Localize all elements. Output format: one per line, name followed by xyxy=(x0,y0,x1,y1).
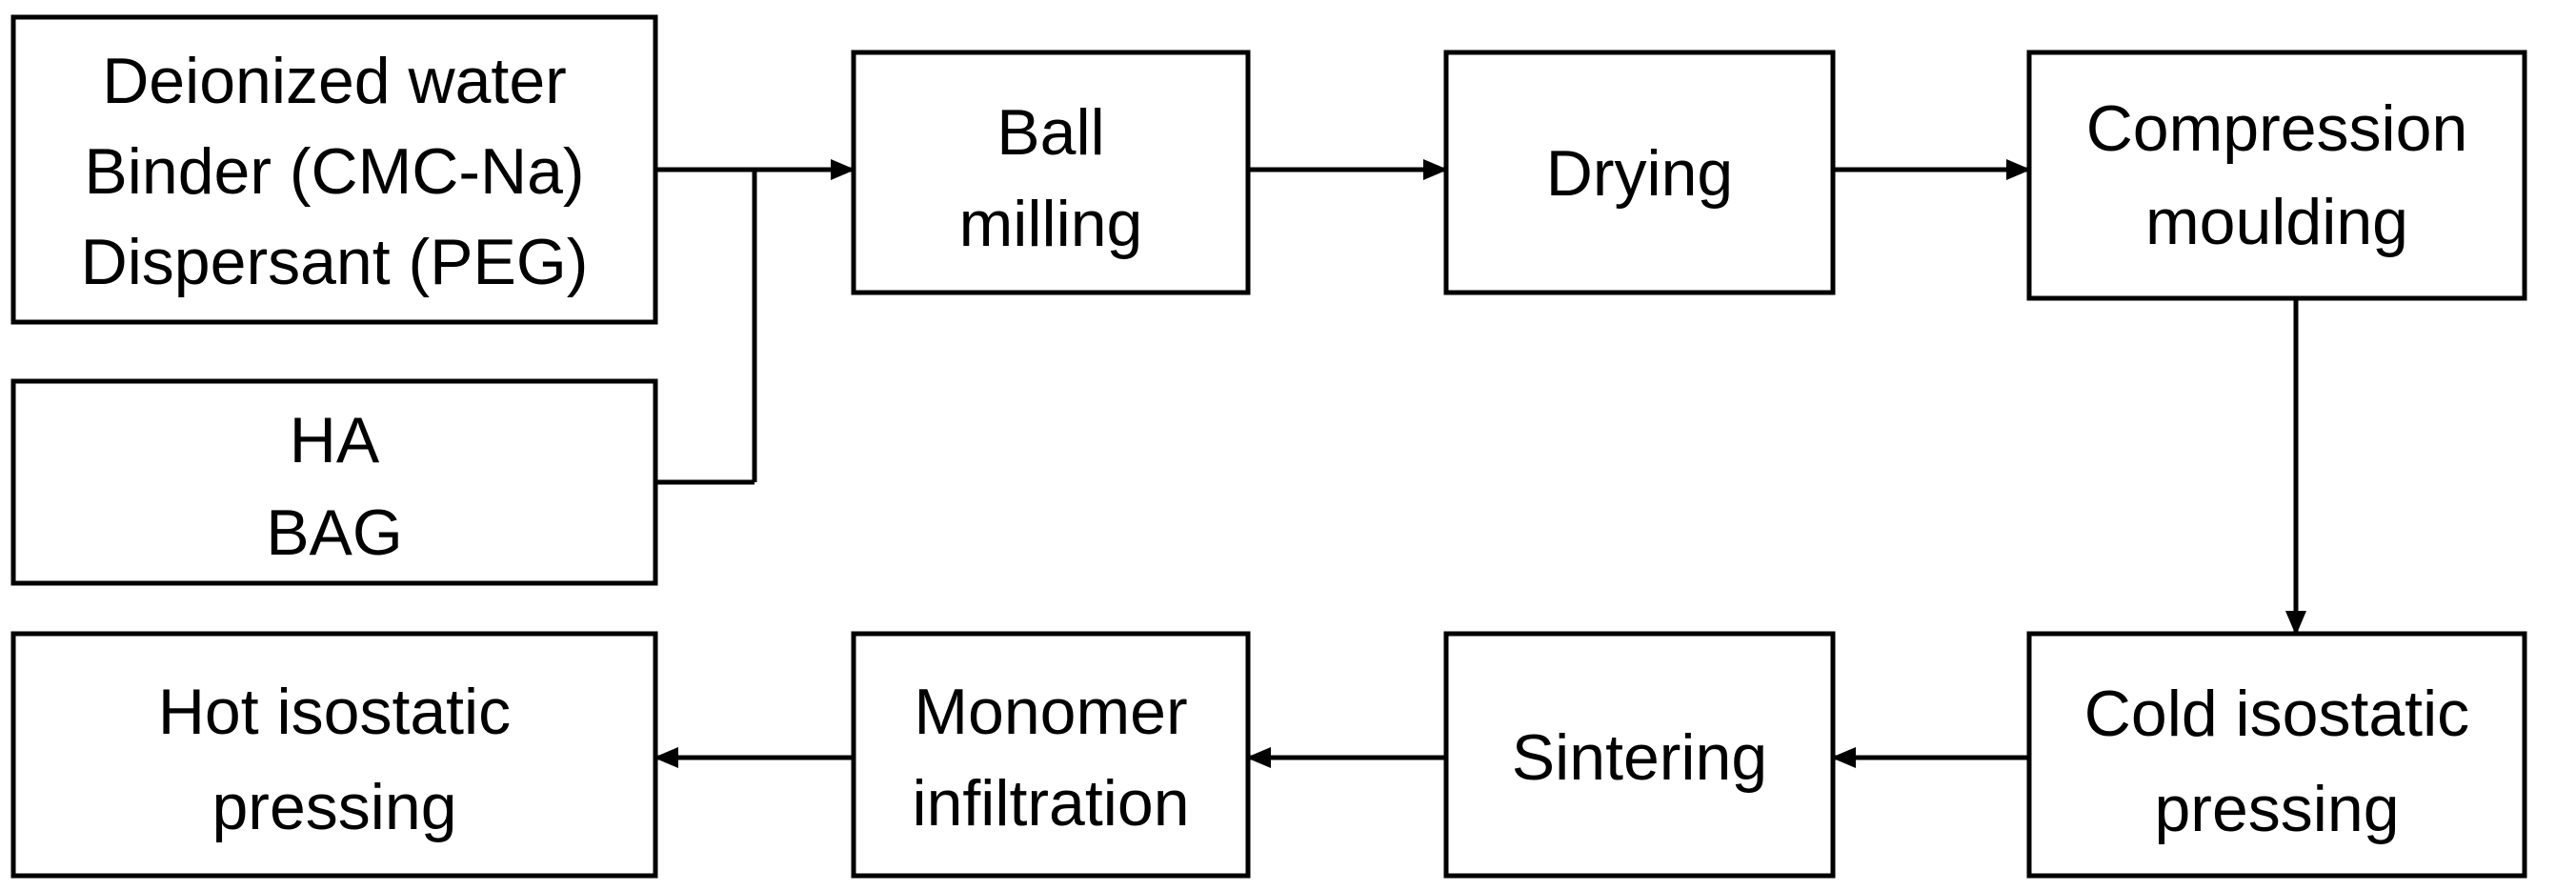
node-compression-moulding-box xyxy=(2026,50,2527,301)
node-monomer-infiltration-line2: infiltration xyxy=(912,767,1189,840)
node-ball-milling-line1: Ball xyxy=(996,96,1104,169)
node-compression-moulding-line1: Compression xyxy=(2086,92,2468,165)
node-powders-line1: HA xyxy=(290,404,380,476)
node-ball-milling-line2: milling xyxy=(959,188,1143,260)
node-sintering-line1: Sintering xyxy=(1512,721,1767,794)
node-inputs-box xyxy=(10,14,658,325)
node-cold-isostatic-pressing-line1: Cold isostatic xyxy=(2084,678,2469,750)
node-compression-moulding-line2: moulding xyxy=(2145,186,2408,258)
connectors xyxy=(654,159,2306,768)
node-inputs-line1: Deionized water xyxy=(102,45,567,117)
node-powders: HA BAG xyxy=(10,378,658,586)
node-ball-milling-box xyxy=(851,50,1251,295)
node-compression-moulding: Compression moulding xyxy=(2026,50,2527,301)
node-drying: Drying xyxy=(1443,50,1836,295)
node-cold-isostatic-pressing-box xyxy=(2026,631,2527,879)
node-powders-box xyxy=(10,378,658,586)
node-monomer-infiltration: Monomer infiltration xyxy=(851,631,1251,879)
node-hot-isostatic-pressing-line2: pressing xyxy=(211,771,456,843)
node-hot-isostatic-pressing: Hot isostatic pressing xyxy=(10,631,658,879)
node-cold-isostatic-pressing-line2: pressing xyxy=(2154,773,2399,845)
node-ball-milling: Ball milling xyxy=(851,50,1251,295)
node-hot-isostatic-pressing-line1: Hot isostatic xyxy=(158,676,511,748)
node-drying-box xyxy=(1443,50,1836,295)
node-hot-isostatic-pressing-box xyxy=(10,631,658,879)
node-inputs: Deionized water Binder (CMC-Na) Dispersa… xyxy=(10,14,658,325)
node-inputs-line2: Binder (CMC-Na) xyxy=(84,135,584,208)
node-sintering: Sintering xyxy=(1443,631,1836,879)
node-monomer-infiltration-line1: Monomer xyxy=(914,676,1187,748)
node-drying-line1: Drying xyxy=(1546,137,1734,210)
node-monomer-infiltration-box xyxy=(851,631,1251,879)
node-sintering-box xyxy=(1443,631,1836,879)
node-powders-line2: BAG xyxy=(266,496,403,569)
node-cold-isostatic-pressing: Cold isostatic pressing xyxy=(2026,631,2527,879)
node-inputs-line3: Dispersant (PEG) xyxy=(81,226,589,298)
